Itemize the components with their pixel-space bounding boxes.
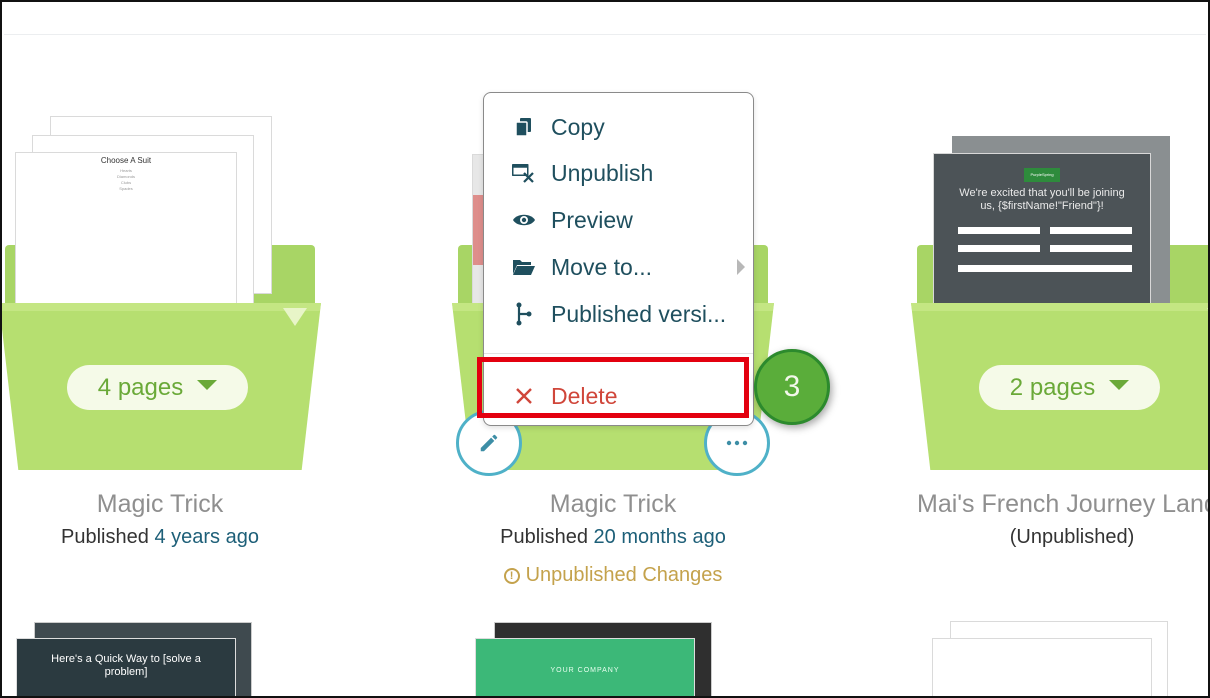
menu-item-unpublish[interactable]: Unpublish — [484, 153, 753, 193]
preview-text: Here's a Quick Way to [solve a problem] — [51, 653, 201, 678]
eye-icon — [512, 208, 536, 232]
pencil-icon — [480, 434, 498, 452]
page-card-thumbnail[interactable]: Here's a Quick Way to [solve a problem] — [16, 638, 236, 696]
menu-item-copy[interactable]: Copy — [484, 107, 753, 147]
publish-time-link[interactable]: 20 months ago — [593, 526, 726, 548]
menu-item-delete[interactable]: Delete — [484, 376, 753, 416]
version-tree-icon — [512, 302, 536, 326]
delete-highlight-box — [477, 357, 749, 418]
folder-open-icon — [512, 255, 536, 279]
menu-item-preview[interactable]: Preview — [484, 200, 753, 240]
pages-dropdown[interactable]: 2 pages — [979, 365, 1160, 410]
page-title[interactable]: Magic Trick — [96, 490, 224, 518]
publish-status: (Unpublished) — [1009, 526, 1135, 548]
caret-down-icon — [197, 379, 218, 390]
close-icon — [512, 384, 536, 408]
menu-item-move-to[interactable]: Move to... — [484, 247, 753, 287]
preview-thumbnail: Choose A Suit Hearts Diamonds Clubs Spad… — [15, 152, 237, 330]
menu-divider — [484, 353, 753, 354]
unpublished-changes-warning[interactable]: !Unpublished Changes — [458, 564, 768, 587]
pages-dropdown[interactable]: 4 pages — [67, 365, 248, 410]
caret-down-icon — [1109, 379, 1130, 390]
unpublish-icon — [512, 161, 536, 185]
submenu-arrow-icon — [737, 259, 745, 275]
folder-corner-mark — [1207, 308, 1208, 326]
preview-item: Diamonds — [116, 174, 135, 179]
step-badge: 3 — [754, 349, 830, 425]
preview-heading: Choose A Suit — [100, 156, 152, 165]
preview-heading: We're excited that you'll be joining us,… — [959, 187, 1125, 212]
preview-thumbnail: PurpleSpring We're excited that you'll b… — [933, 153, 1151, 331]
preview-item: Hearts — [120, 168, 132, 173]
warning-icon: ! — [503, 568, 520, 584]
page-card-thumbnail[interactable]: YOUR COMPANY — [475, 638, 695, 696]
pages-count: 4 pages — [97, 373, 184, 401]
page-card-thumbnail[interactable] — [932, 638, 1152, 696]
preview-item: Clubs — [120, 180, 132, 185]
pages-count: 2 pages — [1009, 373, 1096, 401]
publish-status: Published 20 months ago — [500, 526, 726, 548]
folder-rim — [911, 303, 1208, 311]
preview-item: Spades — [119, 186, 133, 191]
page-title[interactable]: Mai's French Journey Landi... — [917, 490, 1208, 518]
preview-brand-logo: PurpleSpring — [1024, 168, 1060, 182]
preview-text: YOUR COMPANY — [550, 667, 620, 674]
ellipsis-icon — [726, 440, 748, 446]
page-title[interactable]: Magic Trick — [549, 490, 677, 518]
folder-rim — [2, 303, 321, 311]
header-divider — [4, 34, 1206, 35]
publish-time-link[interactable]: 4 years ago — [154, 526, 259, 548]
folder-corner-mark — [283, 308, 307, 326]
context-menu: Copy Unpublish Preview Move to... Pub — [483, 92, 754, 426]
menu-item-published-versions[interactable]: Published versi... — [484, 294, 753, 334]
publish-status: Published 4 years ago — [61, 526, 259, 548]
copy-icon — [512, 115, 536, 139]
